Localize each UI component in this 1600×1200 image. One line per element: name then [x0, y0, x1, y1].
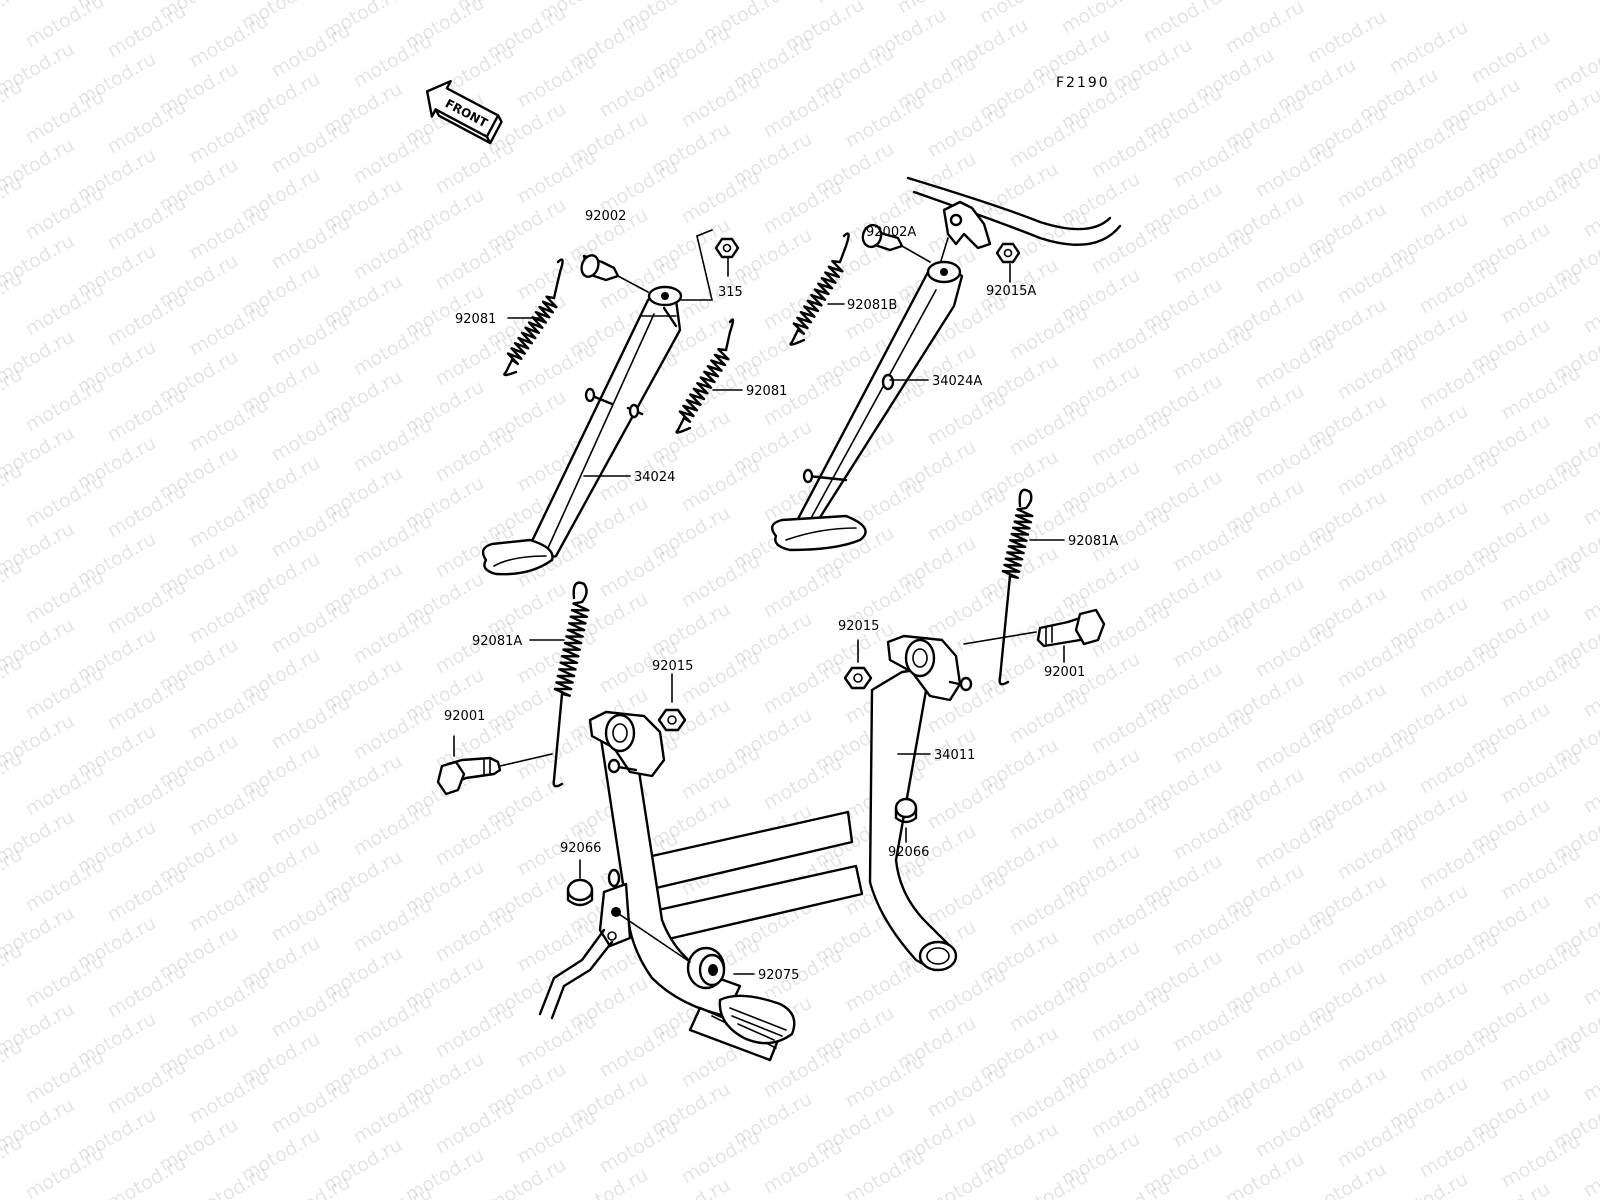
center-stand-34011 [538, 634, 973, 1062]
watermark: motod.ru [760, 1136, 846, 1199]
spring-coil [553, 600, 590, 697]
side-stand-34024 [481, 285, 683, 576]
bolt-92001-right [963, 608, 1106, 663]
bolt-92001-left [436, 735, 553, 796]
callout-315: 315 [718, 285, 743, 300]
spring-coil [792, 260, 844, 335]
spring-92081A-left [529, 581, 590, 788]
callout-92066-left: 92066 [560, 841, 601, 856]
callout-92081A-left: 92081A [472, 634, 522, 649]
watermark: motod.ru [268, 1172, 354, 1200]
stopper-92066-right [894, 797, 918, 843]
spring-92081A-right [998, 488, 1065, 686]
spring-92081-top [503, 258, 564, 377]
callout-92002A: 92002A [866, 225, 916, 240]
callout-34011: 34011 [934, 748, 975, 763]
callout-34024A: 34024A [932, 374, 982, 389]
callout-92015A: 92015A [986, 284, 1036, 299]
nut-92015-right [843, 639, 873, 690]
callout-92075: 92075 [758, 968, 799, 983]
watermark: motod.ru [350, 1182, 436, 1200]
watermark: motod.ru [1006, 1166, 1092, 1200]
spring-coil [1001, 506, 1034, 579]
nut-92015A [995, 242, 1021, 283]
nut-315 [679, 229, 740, 301]
bolt-92002 [580, 254, 649, 293]
watermark: motod.ru [1088, 1176, 1174, 1200]
spring-coil [506, 295, 558, 366]
spring-92081-mid [675, 318, 743, 434]
side-stand-34024A [770, 176, 1122, 552]
callout-92081-mid: 92081 [746, 384, 787, 399]
callout-92001-right: 92001 [1044, 665, 1085, 680]
stopper-92066-left [566, 859, 594, 907]
callout-92081B: 92081B [847, 298, 897, 313]
nut-92015-left [657, 673, 687, 732]
bolt-92002A [861, 223, 931, 263]
callout-92081A-right: 92081A [1068, 534, 1118, 549]
watermark: motod.ru [104, 1152, 190, 1200]
watermark: motod.ru [842, 1146, 928, 1200]
foot-pad [718, 994, 796, 1045]
callout-92081-top: 92081 [455, 312, 496, 327]
callout-92002: 92002 [585, 209, 626, 224]
spring-coil [678, 348, 730, 423]
figure-code: F2190 [1056, 75, 1110, 91]
callout-92015-right: 92015 [838, 619, 879, 634]
callout-92066-right: 92066 [888, 845, 929, 860]
callout-92015-left: 92015 [652, 659, 693, 674]
roller-92075 [615, 911, 755, 990]
watermark: motod.ru [924, 1156, 1010, 1200]
callout-34024: 34024 [634, 470, 675, 485]
watermark: motod.ru [22, 1142, 108, 1200]
watermark: motod.ru [186, 1162, 272, 1200]
spring-92081B [789, 232, 850, 346]
callout-92001-left: 92001 [444, 709, 485, 724]
